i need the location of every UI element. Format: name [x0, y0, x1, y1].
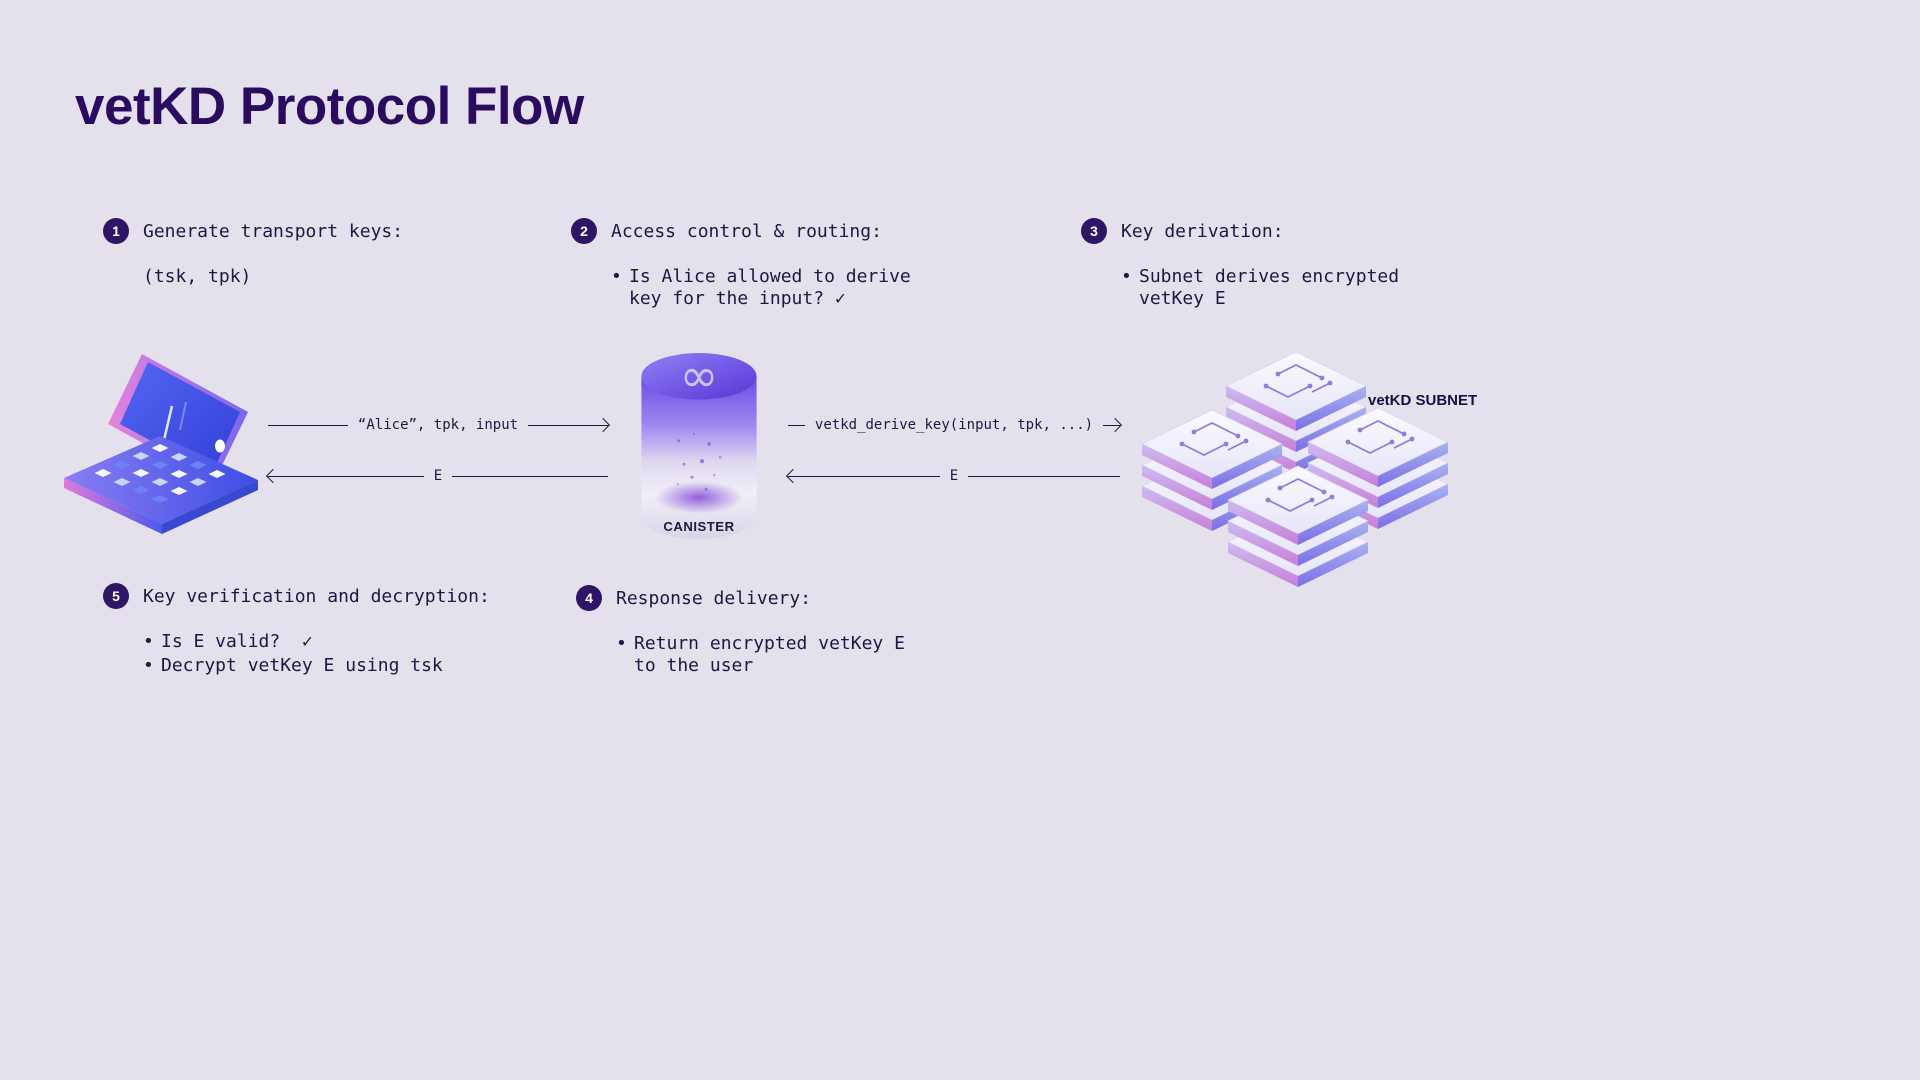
bullet-text: Subnet derives encrypted vetKey E: [1139, 266, 1410, 309]
arrow-line: [788, 424, 805, 426]
step-1-detail: (tsk, tpk): [143, 266, 252, 287]
step-3-badge: 3: [1081, 218, 1107, 244]
arrow-subnet-to-canister-label: E: [949, 468, 959, 484]
arrow-line: [1103, 424, 1120, 426]
canister-label: CANISTER: [663, 519, 734, 534]
step-4: 4 Response delivery: • Return encrypted …: [576, 585, 929, 676]
arrowhead-left-icon: [785, 468, 801, 484]
particles: [676, 432, 722, 492]
arrow-canister-to-subnet: vetkd_derive_key(input, tpk, ...): [788, 414, 1123, 436]
step-4-heading: Response delivery:: [616, 587, 812, 609]
step-1: 1 Generate transport keys: (tsk, tpk): [103, 218, 403, 288]
step-1-heading: Generate transport keys:: [143, 220, 404, 242]
subnet-illustration: [1138, 352, 1458, 592]
step-3: 3 Key derivation: • Subnet derives encry…: [1081, 218, 1434, 309]
bullet-text: Return encrypted vetKey E to the user: [634, 633, 916, 676]
step-3-bullet: • Subnet derives encrypted vetKey E: [1121, 266, 1434, 309]
step-5-bullet-2: • Decrypt vetKey E using tsk: [143, 655, 490, 677]
arrow-canister-to-subnet-label: vetkd_derive_key(input, tpk, ...): [814, 417, 1094, 433]
bullet-text: Is Alice allowed to derive key for the i…: [629, 266, 922, 309]
step-5-bullet-1: • Is E valid? ✓: [143, 631, 490, 653]
arrow-line: [528, 424, 608, 426]
arrowhead-left-icon: [265, 468, 281, 484]
arrow-line: [268, 475, 424, 477]
arrow-canister-to-user: E: [265, 465, 608, 487]
bullet-text: Decrypt vetKey E using tsk: [161, 654, 443, 676]
arrow-canister-to-user-label: E: [433, 468, 443, 484]
step-2: 2 Access control & routing: • Is Alice a…: [571, 218, 924, 309]
step-5: 5 Key verification and decryption: • Is …: [103, 583, 490, 676]
bullet-dot: •: [143, 631, 154, 652]
infinity-icon: ∞: [680, 348, 719, 402]
page-title: vetKD Protocol Flow: [75, 77, 584, 136]
bullet-dot: •: [1121, 266, 1132, 287]
step-4-bullet: • Return encrypted vetKey E to the user: [616, 633, 929, 676]
step-2-bullet: • Is Alice allowed to derive key for the…: [611, 266, 924, 309]
step-2-heading: Access control & routing:: [611, 220, 882, 242]
arrow-line: [268, 424, 348, 426]
bullet-dot: •: [143, 654, 154, 676]
step-1-badge: 1: [103, 218, 129, 244]
step-3-heading: Key derivation:: [1121, 220, 1284, 242]
arrow-line: [968, 475, 1120, 477]
step-2-badge: 2: [571, 218, 597, 244]
arrow-line: [452, 475, 608, 477]
canister-illustration: ∞ CANISTER: [641, 348, 757, 539]
arrow-user-to-canister-label: “Alice”, tpk, input: [357, 417, 519, 433]
step-4-badge: 4: [576, 585, 602, 611]
arrowhead-right-icon: [1107, 417, 1123, 433]
arrowhead-right-icon: [595, 417, 611, 433]
step-5-badge: 5: [103, 583, 129, 609]
arrow-user-to-canister: “Alice”, tpk, input: [268, 414, 611, 436]
arrow-line: [788, 475, 940, 477]
bullet-dot: •: [611, 266, 622, 287]
subnet-label: vetKD SUBNET: [1368, 392, 1478, 409]
arrow-subnet-to-canister: E: [785, 465, 1120, 487]
bullet-text: Is E valid? ✓: [161, 631, 313, 652]
step-5-heading: Key verification and decryption:: [143, 585, 490, 607]
bullet-dot: •: [616, 633, 627, 654]
laptop-illustration: [64, 354, 258, 534]
